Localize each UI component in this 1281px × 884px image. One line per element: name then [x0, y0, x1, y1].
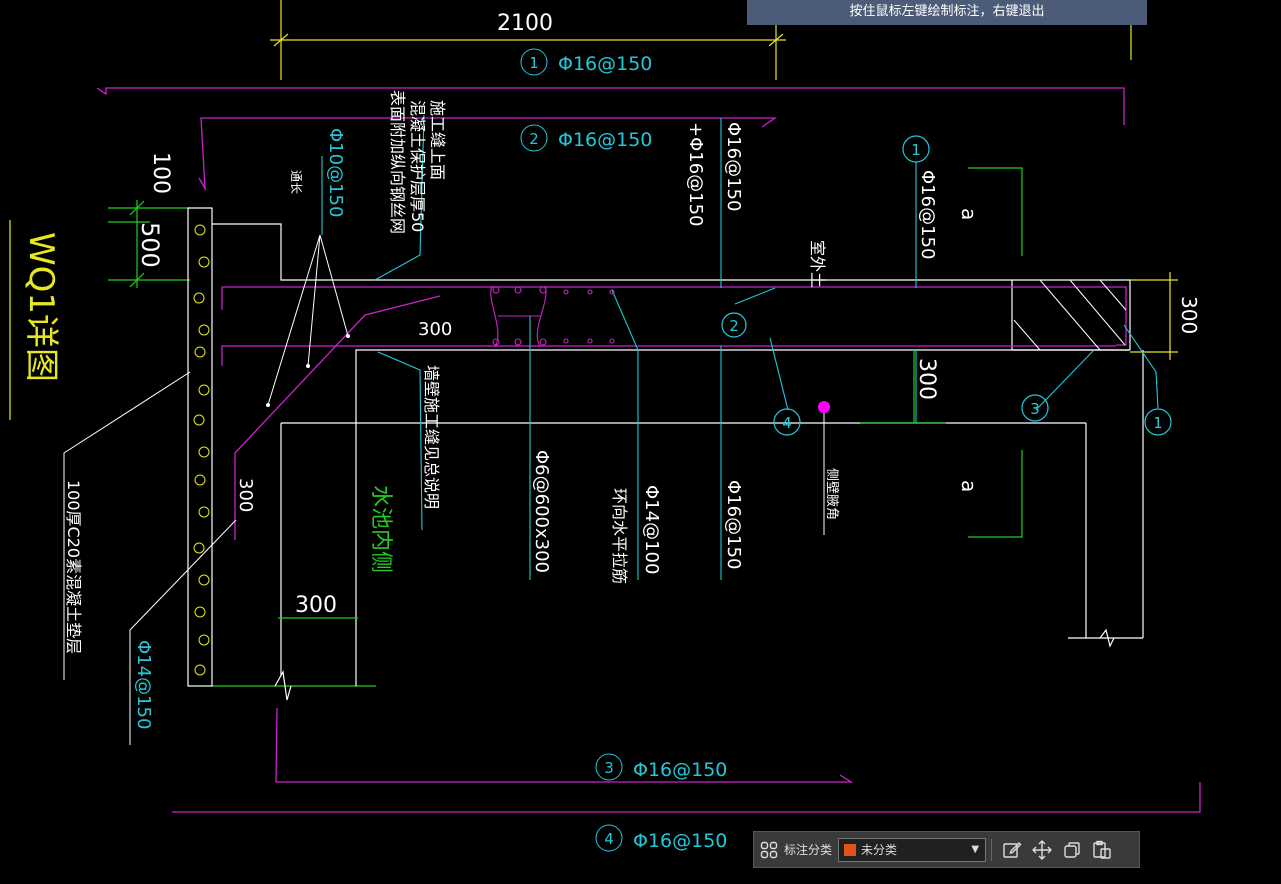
- bubble-4: 4: [782, 414, 792, 432]
- note-inner-side: 水池内侧: [368, 485, 393, 573]
- copy-icon[interactable]: [1061, 839, 1083, 861]
- bubble-1-top: 1: [911, 141, 921, 159]
- dim-100: 100: [148, 152, 173, 194]
- hint-banner: 按住鼠标左键绘制标注，右键退出: [747, 0, 1147, 25]
- note-phi6: Φ6@600x300: [531, 450, 552, 573]
- category-value: 未分类: [861, 843, 898, 857]
- annotation-toolbar: 标注分类 未分类 ▼: [753, 831, 1140, 868]
- dim-500: 500: [136, 222, 164, 268]
- note-joint: 墙壁施工缝见总说明: [422, 365, 441, 509]
- drawing-title: WQ1详图: [21, 232, 61, 382]
- category-color-swatch: [844, 843, 857, 856]
- bar1-spec: Φ16@150: [558, 53, 652, 75]
- note-phi16-right: Φ16@150: [917, 170, 938, 259]
- dim-300-mid: 300: [914, 358, 939, 400]
- wall-strip: [187, 207, 213, 687]
- note-outdoor: 室外土: [808, 240, 827, 288]
- dim-300-slope: 300: [418, 319, 452, 340]
- bubble-1-right: 1: [1153, 414, 1163, 432]
- move-icon[interactable]: [1031, 839, 1053, 861]
- bar3-spec: Φ16@150: [633, 759, 727, 781]
- bar1-circle: [520, 48, 548, 76]
- note-top2: 混凝土保护层厚50: [408, 100, 427, 232]
- dim-300-right: 300: [1177, 296, 1201, 334]
- bar3-number: 3: [604, 759, 614, 777]
- paste-icon[interactable]: [1091, 839, 1113, 861]
- chevron-down-icon: ▼: [971, 844, 980, 855]
- note-tongchang: 通长: [289, 170, 303, 194]
- note-top1: 施工缝上面: [428, 100, 447, 180]
- bar2-number: 2: [529, 130, 539, 148]
- category-select[interactable]: 未分类 ▼: [838, 837, 987, 862]
- note-add-bar: +Φ16@150: [685, 122, 706, 227]
- bar4-circle: [595, 824, 623, 852]
- note-corner: 侧壁腋角: [824, 468, 839, 520]
- bar2-spec: Φ16@150: [558, 129, 652, 151]
- bar4-number: 4: [604, 830, 614, 848]
- grid-icon[interactable]: [758, 839, 780, 861]
- bar3-circle: [595, 753, 623, 781]
- note-phi14-100: Φ14@100: [641, 485, 662, 574]
- label-a-bottom: a: [957, 480, 981, 492]
- bar1-number: 1: [529, 54, 539, 72]
- dim-300-bottom: 300: [295, 593, 337, 618]
- cursor-marker: [818, 401, 830, 413]
- dim-2100: 2100: [497, 11, 553, 36]
- note-hoop-tie: 环向水平拉筋: [610, 488, 629, 584]
- category-label: 标注分类: [784, 843, 833, 857]
- edit-icon[interactable]: [1001, 839, 1023, 861]
- note-slab: 100厚C20素混凝土垫层: [64, 480, 83, 654]
- note-phi16-low: Φ16@150: [723, 480, 744, 569]
- bar4-spec: Φ16@150: [633, 830, 727, 852]
- bubble-2: 2: [729, 317, 739, 335]
- label-a-top: a: [957, 208, 981, 220]
- bubble-3: 3: [1030, 400, 1040, 418]
- note-phi10: Φ10@150: [325, 128, 346, 217]
- note-top3: 表面附加纵向钢丝网: [388, 90, 407, 234]
- bar2-circle: [520, 124, 548, 152]
- dim-300-left: 300: [235, 478, 256, 512]
- note-phi14-150: Φ14@150: [133, 640, 154, 729]
- note-phi16-mid: Φ16@150: [723, 122, 744, 211]
- toolbar-divider: [991, 838, 993, 861]
